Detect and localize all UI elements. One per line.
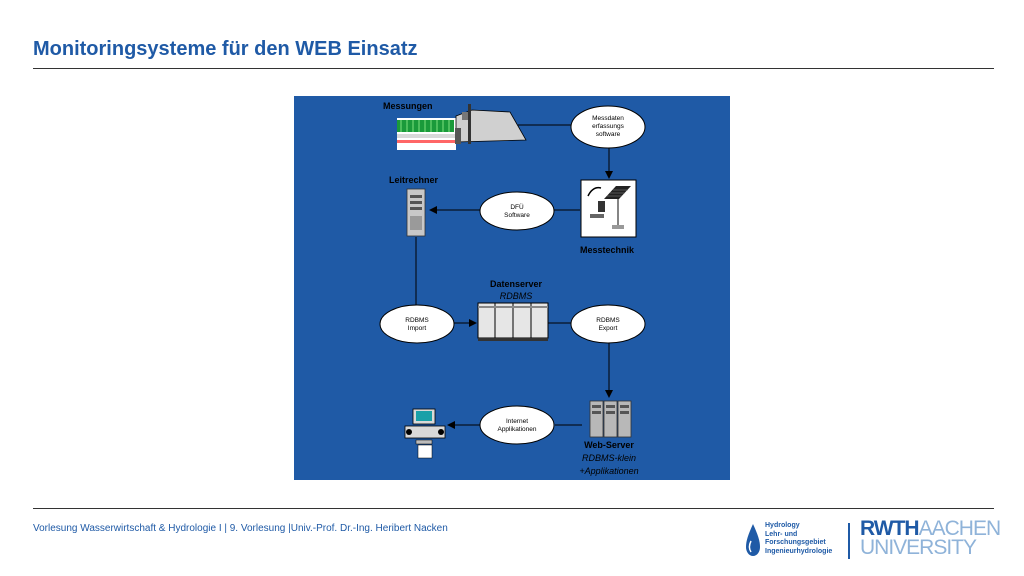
- webserver-towers-icon: [589, 400, 632, 438]
- slide-title: Monitoringsysteme für den WEB Einsatz: [33, 38, 418, 60]
- hydrology-logo-line-1: Hydrology: [765, 522, 800, 529]
- university-text: UNIVERSITY: [860, 536, 977, 559]
- rdbms-import-line-2: Import: [408, 325, 427, 332]
- messdaten-line-1: Messdaten: [592, 115, 624, 122]
- internet-line-1: Internet: [506, 418, 528, 425]
- hydrology-logo-line-2: Lehr- und: [765, 530, 798, 538]
- rdbms-import-node: RDBMS Import: [379, 304, 455, 344]
- rdbms-export-line-1: RDBMS: [596, 317, 620, 324]
- datenserver-rack-icon: [477, 302, 549, 341]
- client-workstation-icon: [404, 408, 446, 459]
- webserver-sub2: +Applikationen: [579, 466, 638, 476]
- rwth-logo: RWTHAACHEN UNIVERSITY: [860, 517, 1002, 559]
- datenserver-label: Datenserver: [490, 279, 543, 289]
- hydrology-logo-line-4: Ingenieurhydrologie: [765, 547, 833, 555]
- footer-divider: [33, 508, 994, 509]
- dfu-software-node: DFÜ Software: [479, 191, 555, 231]
- rdbms-import-line-1: RDBMS: [405, 317, 429, 324]
- rdbms-export-node: RDBMS Export: [570, 304, 646, 344]
- title-divider: [33, 68, 994, 69]
- rdbms-export-line-2: Export: [599, 325, 618, 332]
- logo-separator: [848, 523, 850, 559]
- messtechnik-solar-station-icon: [580, 179, 637, 238]
- dfu-line-1: DFÜ: [510, 203, 524, 211]
- measurement-station-illustration: [397, 104, 527, 150]
- dfu-line-2: Software: [504, 212, 530, 219]
- leitrechner-label: Leitrechner: [389, 175, 439, 185]
- internet-line-2: Applikationen: [497, 426, 536, 433]
- messdaten-line-2: erfassungs: [592, 123, 625, 130]
- messungen-label: Messungen: [383, 101, 433, 111]
- footer-text: Vorlesung Wasserwirtschaft & Hydrologie …: [33, 523, 448, 534]
- webserver-label: Web-Server: [584, 440, 634, 450]
- water-drop-icon: [746, 524, 760, 556]
- hydrology-logo-line-3: Forschungsgebiet: [765, 539, 826, 547]
- messdaten-line-3: software: [596, 131, 621, 138]
- internet-applikationen-node: Internet Applikationen: [479, 405, 555, 445]
- connector-lines: [415, 124, 613, 429]
- leitrechner-tower-icon: [406, 188, 426, 237]
- messtechnik-label: Messtechnik: [580, 245, 635, 255]
- webserver-sub1: RDBMS-klein: [582, 453, 636, 463]
- hydrology-logo: Hydrology Lehr- und Forschungsgebiet Ing…: [745, 520, 845, 562]
- messdaten-erfassungssoftware-node: Messdaten erfassungs software: [570, 105, 646, 149]
- datenserver-rdbms-label: RDBMS: [500, 291, 533, 301]
- rwth-text: RWTH: [860, 517, 920, 540]
- aachen-text: AACHEN: [918, 517, 1002, 540]
